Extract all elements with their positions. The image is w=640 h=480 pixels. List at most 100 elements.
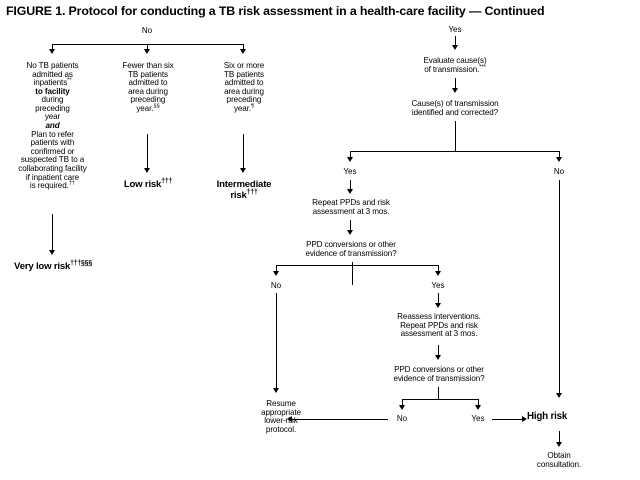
connector-left-to-verylow [52,214,53,252]
connector-decision3-left-stub [402,399,403,406]
left-box-line-15-sup: †† [68,180,76,187]
decision3-line-1: PPD conversions or other [394,365,484,374]
branch-label-decision1-yes: Yes [343,167,357,176]
figure-title: FIGURE 1. Protocol for conducting a TB r… [6,4,545,18]
mid-box-line-3: admitted to [128,78,168,88]
left-box-line-7: year [44,112,61,122]
connector-decision3-right-stub [478,399,479,406]
outcome-high-risk: High risk [527,411,605,423]
arrowhead-decision1 [452,88,458,93]
connector-mid-to-low [147,134,148,170]
connector-yes1-down [350,180,351,190]
outcome-very-low-risk-sup: †††§§§ [70,259,92,267]
arrowhead-decision3-no [399,405,405,410]
outcome-intermediate-risk: Intermediate risk††† [198,179,290,201]
reassess-line-3: assessment at 3 mos. [400,329,478,339]
branch-label-decision2-yes: Yes [431,281,445,290]
third-box-line-1: Six or more [223,61,265,70]
left-box-line-12: suspected TB to a [20,155,85,165]
left-box-line-10: patients with [30,138,75,148]
resume-line-3: lower-risk [264,416,298,426]
left-box-line-6: preceding [35,103,70,113]
outcome-low-risk-label: Low risk [123,179,162,190]
outcome-high-risk-label: High risk [527,411,568,422]
arrowhead-top-right [240,49,246,54]
decision3-node: PPD conversions or other evidence of tra… [370,365,508,383]
connector-decision3-bus [402,399,479,400]
arrowhead-decision2-no [273,271,279,276]
third-box-line-3: admitted to [224,78,264,88]
third-box-line-6: year. [233,103,251,113]
resume-line-2: appropriate [261,407,301,417]
connector-no1-long-down [559,180,560,394]
left-box-line-9: Plan to refer [31,129,74,139]
outcome-intermediate-risk-line2: risk [230,189,247,201]
repeat-ppd-node-1: Repeat PPDs and risk assessment at 3 mos… [292,198,410,216]
connector-repeat1-to-decision2 [350,220,351,231]
connector-top-stub-right [243,44,244,50]
decision2-node: PPD conversions or other evidence of tra… [282,240,420,258]
evaluate-line-2-sup: *** [479,63,486,70]
decision2-line-1: PPD conversions or other [306,240,396,249]
left-branch-box: No TB patients admitted as inpatients** … [4,61,101,191]
mid-box-line-4: area during [128,86,168,96]
branch-label-top-no: No [141,26,153,35]
resume-line-4: protocol. [265,424,297,434]
left-box-line-8-and: and [45,121,60,131]
left-box-line-15: is required. [29,181,69,191]
outcome-low-risk-sup: ††† [161,177,173,185]
branch-label-top-yes: Yes [448,25,462,34]
arrowhead-third-intermediate [240,168,246,173]
connector-decision1-left-stub [350,151,351,158]
third-box-line-6-sup: ¶ [251,103,255,110]
left-box-line-3-sup: ** [67,77,72,84]
arrowhead-no1-highrisk [556,393,562,398]
left-box-line-14: if inpatient care [25,172,80,182]
arrowhead-decision1-yes [347,157,353,162]
evaluate-line-1: Evaluate cause(s) [423,56,487,65]
left-box-line-4: to facility [35,86,70,96]
arrowhead-top-left [49,49,55,54]
arrowhead-yes-down [452,45,458,50]
mid-box-line-1: Fewer than six [122,61,174,70]
obtain-consultation-node: Obtain consultation. [512,451,606,469]
connector-decision2-right-stub [438,265,439,272]
connector-decision2-stem [352,262,353,285]
third-branch-box: Six or more TB patients admitted to area… [200,61,288,113]
obtain-line-1: Obtain [547,451,571,460]
connector-third-to-intermediate [243,134,244,170]
arrowhead-top-mid [144,49,150,54]
third-box-line-5: preceding [226,95,262,105]
connector-top-bus [52,44,244,45]
arrowhead-yes3-highrisk [522,415,527,422]
connector-decision1-bus [350,151,559,152]
arrowhead-decision3 [435,355,441,360]
left-box-line-1: No TB patients [26,61,79,70]
mid-box-line-6: year. [136,103,154,113]
connector-evaluate-to-decision1 [455,78,456,89]
mid-box-line-6-sup: §§ [153,103,160,110]
mid-box-line-2: TB patients [128,69,168,79]
arrowhead-obtain [556,442,562,447]
branch-label-decision3-no: No [396,414,408,423]
arrowhead-decision2 [347,230,353,235]
repeat1-line-1: Repeat PPDs and risk [312,198,390,207]
connector-no3-to-resume [292,419,388,420]
arrowhead-mid-low [144,168,150,173]
reassess-line-1: Reassess interventions. [397,312,481,321]
arrowhead-decision3-yes [475,405,481,410]
connector-reassess-to-decision3 [438,345,439,356]
outcome-intermediate-risk-sup: ††† [246,188,258,196]
branch-label-decision2-no: No [270,281,282,290]
connector-decision2-left-stub [276,265,277,272]
arrowhead-no3-resume [287,415,292,422]
connector-no2-long-down [276,293,277,389]
branch-label-decision3-yes: Yes [471,414,485,423]
resume-protocol-node: Resume appropriate lower-risk protocol. [253,399,309,434]
connector-decision2-bus [276,265,439,266]
connector-yes3-to-highrisk [492,419,523,420]
reassess-node: Reassess interventions. Repeat PPDs and … [380,312,498,339]
connector-highrisk-to-obtain [559,431,560,443]
decision1-line-2: identified and corrected? [411,107,499,117]
left-box-line-11: confirmed or [30,146,75,156]
